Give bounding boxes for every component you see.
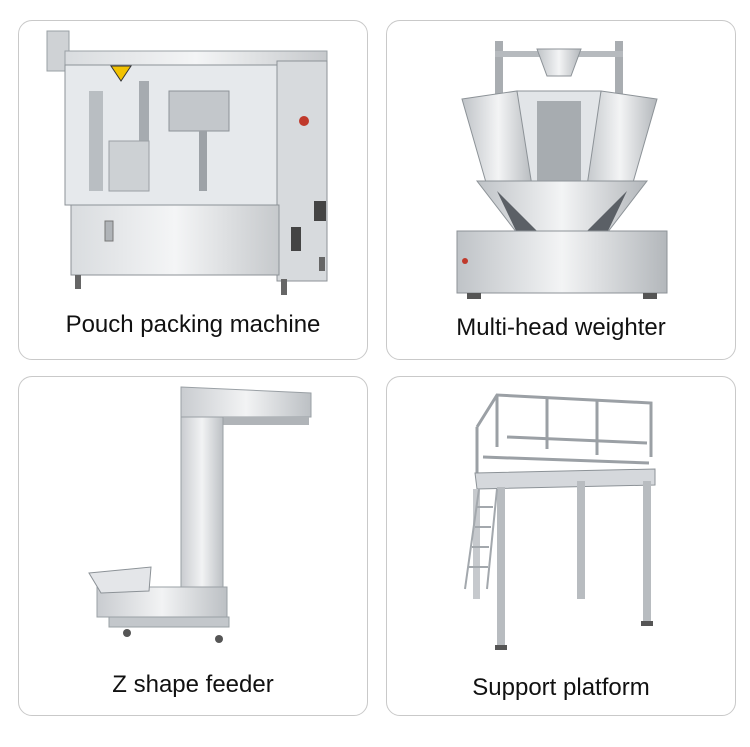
support-platform-image bbox=[464, 393, 656, 650]
multi-head-weighter-image bbox=[456, 41, 668, 299]
product-name: Multi-head weighter bbox=[456, 314, 666, 341]
product-name: Pouch packing machine bbox=[65, 311, 321, 338]
product-card-z-shape-feeder[interactable]: Z shape feeder bbox=[18, 376, 368, 716]
product-card-pouch-packing-machine[interactable]: Pouch packing machine bbox=[18, 20, 368, 360]
product-name: Support platform bbox=[472, 674, 650, 701]
product-name: Z shape feeder bbox=[112, 671, 274, 698]
product-card-support-platform[interactable]: Support platform bbox=[386, 376, 736, 716]
product-card-multi-head-weighter[interactable]: Multi-head weighter bbox=[386, 20, 736, 360]
z-shape-feeder-image bbox=[88, 386, 312, 643]
pouch-packing-machine-image bbox=[46, 30, 328, 295]
